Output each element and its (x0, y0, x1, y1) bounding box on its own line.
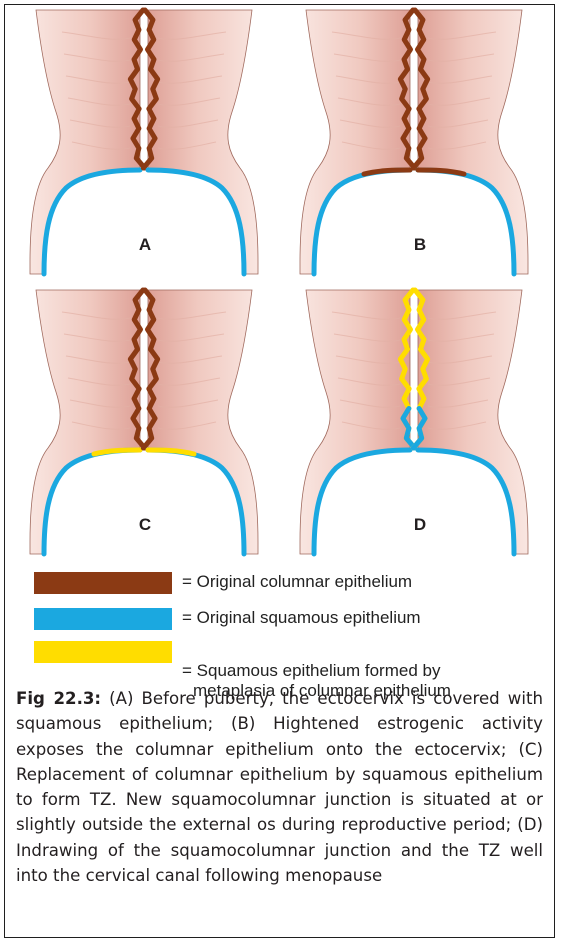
legend-swatch-columnar (34, 572, 172, 594)
figure-caption: Fig 22.3: (A) Before puberty, the ectoce… (16, 686, 543, 888)
legend-label-columnar: = Original columnar epithelium (182, 572, 412, 592)
legend: = Original columnar epithelium = Origina… (34, 570, 534, 682)
panel-b: B (300, 10, 528, 274)
panel-d: D (300, 290, 528, 554)
legend-item-squamous: = Original squamous epithelium (34, 608, 421, 630)
panel-c: C (30, 290, 258, 554)
legend-label-squamous: = Original squamous epithelium (182, 608, 421, 628)
panel-label-b: B (414, 235, 426, 254)
panel-label-d: D (414, 515, 426, 534)
legend-swatch-metaplastic (34, 641, 172, 663)
legend-label-metaplastic-line1: = Squamous epithelium formed by (182, 661, 440, 680)
caption-lead: Fig 22.3: (16, 689, 101, 708)
cervix-panels: A B C D (0, 0, 561, 570)
legend-swatch-squamous (34, 608, 172, 630)
panel-a: A (30, 10, 258, 274)
legend-item-columnar: = Original columnar epithelium (34, 572, 412, 594)
caption-body: (A) Before puberty, the ectocervix is co… (16, 689, 543, 885)
panel-label-c: C (139, 515, 151, 534)
panel-label-a: A (139, 235, 151, 254)
